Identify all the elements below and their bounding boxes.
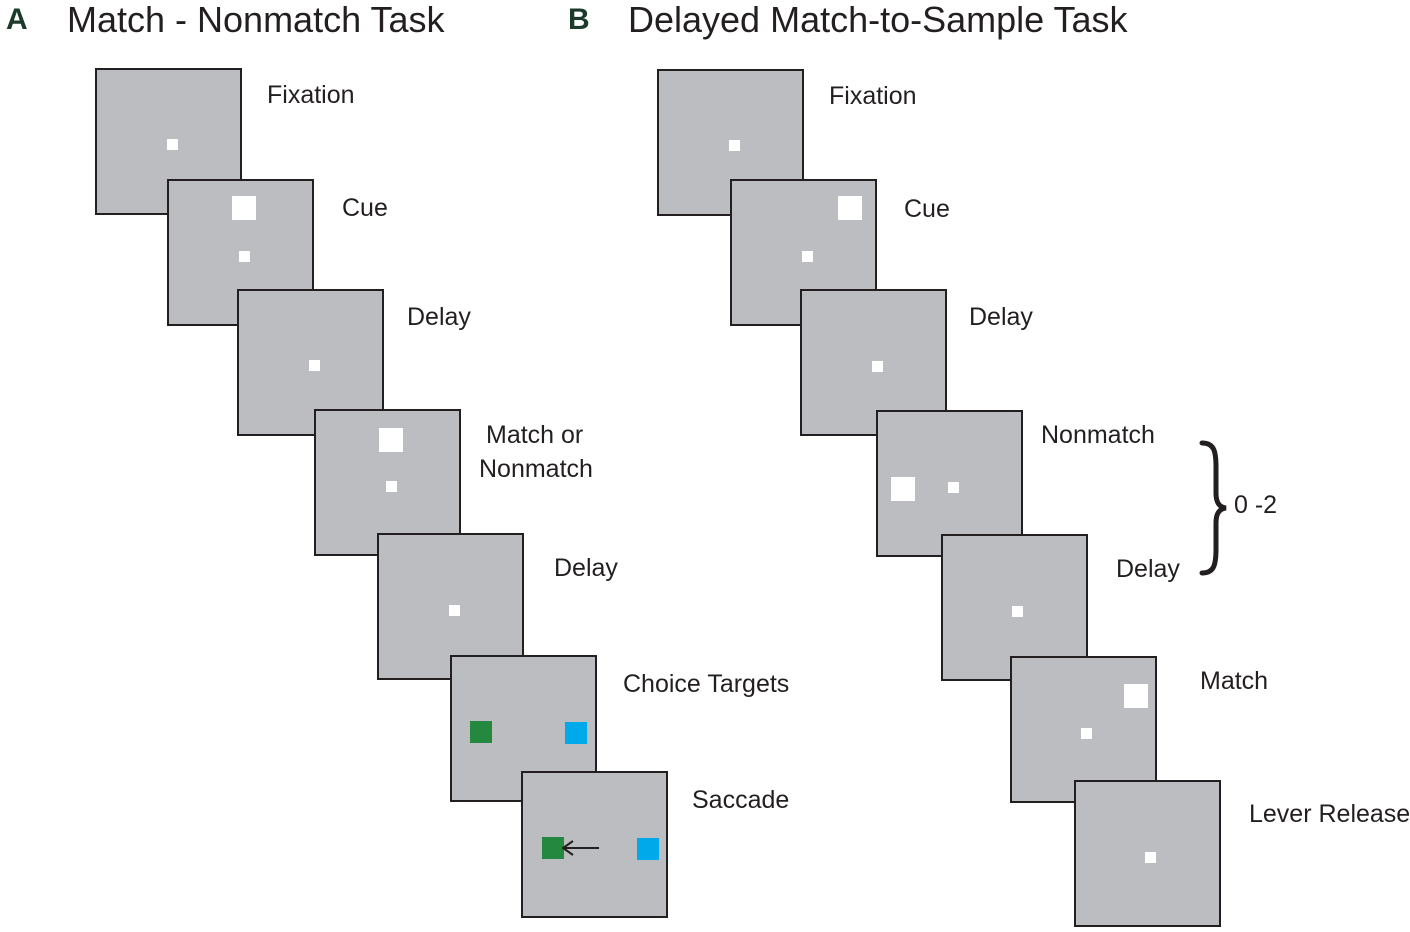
fixation-point bbox=[872, 361, 883, 372]
match-stimulus bbox=[1124, 684, 1148, 708]
a-saccade-screen bbox=[521, 771, 668, 918]
nonmatch-stimulus bbox=[891, 477, 915, 501]
blue-target bbox=[637, 838, 659, 860]
fixation-point bbox=[1012, 606, 1023, 617]
blue-target bbox=[565, 722, 587, 744]
cue-stimulus bbox=[838, 196, 862, 220]
b-nonmatch-screen bbox=[876, 410, 1023, 557]
b-delay2-label: Delay bbox=[1116, 555, 1180, 583]
a-match-label-line2: Nonmatch bbox=[479, 455, 593, 483]
b-lever-label: Lever Release bbox=[1249, 800, 1410, 828]
b-delay1-label: Delay bbox=[969, 303, 1033, 331]
fixation-point bbox=[167, 139, 178, 150]
panel-b-title: Delayed Match-to-Sample Task bbox=[628, 0, 1128, 40]
panel-a-letter: A bbox=[6, 3, 28, 36]
test-stimulus bbox=[379, 428, 403, 452]
a-choice-label: Choice Targets bbox=[623, 670, 790, 698]
cue-stimulus bbox=[232, 196, 256, 220]
b-nonmatch-label: Nonmatch bbox=[1041, 421, 1155, 449]
a-fixation-label: Fixation bbox=[267, 81, 355, 109]
b-lever-screen bbox=[1074, 780, 1221, 927]
fixation-point bbox=[449, 605, 460, 616]
b-match-label: Match bbox=[1200, 667, 1269, 695]
fixation-point bbox=[948, 482, 959, 493]
fixation-point bbox=[802, 251, 813, 262]
fixation-point bbox=[1081, 728, 1092, 739]
fixation-point bbox=[1145, 852, 1156, 863]
b-fixation-label: Fixation bbox=[829, 82, 917, 110]
fixation-point bbox=[386, 481, 397, 492]
fixation-point bbox=[729, 140, 740, 151]
a-delay2-label: Delay bbox=[554, 554, 618, 582]
green-target bbox=[542, 837, 564, 859]
a-cue-label: Cue bbox=[342, 194, 388, 222]
panel-b-letter: B bbox=[568, 3, 590, 36]
green-target bbox=[470, 721, 492, 743]
a-saccade-label: Saccade bbox=[692, 786, 790, 814]
a-delay1-label: Delay bbox=[407, 303, 471, 331]
saccade-arrow-icon bbox=[561, 840, 599, 856]
repeat-brace-icon bbox=[1199, 440, 1227, 576]
fixation-point bbox=[309, 360, 320, 371]
b-match-screen bbox=[1010, 656, 1157, 803]
b-cue-label: Cue bbox=[904, 195, 950, 223]
a-match-screen bbox=[314, 409, 461, 556]
a-match-label-line1: Match or bbox=[486, 421, 584, 449]
panel-a-title: Match - Nonmatch Task bbox=[67, 0, 445, 40]
repeat-count-label: 0 -2 bbox=[1234, 491, 1278, 519]
fixation-point bbox=[239, 251, 250, 262]
